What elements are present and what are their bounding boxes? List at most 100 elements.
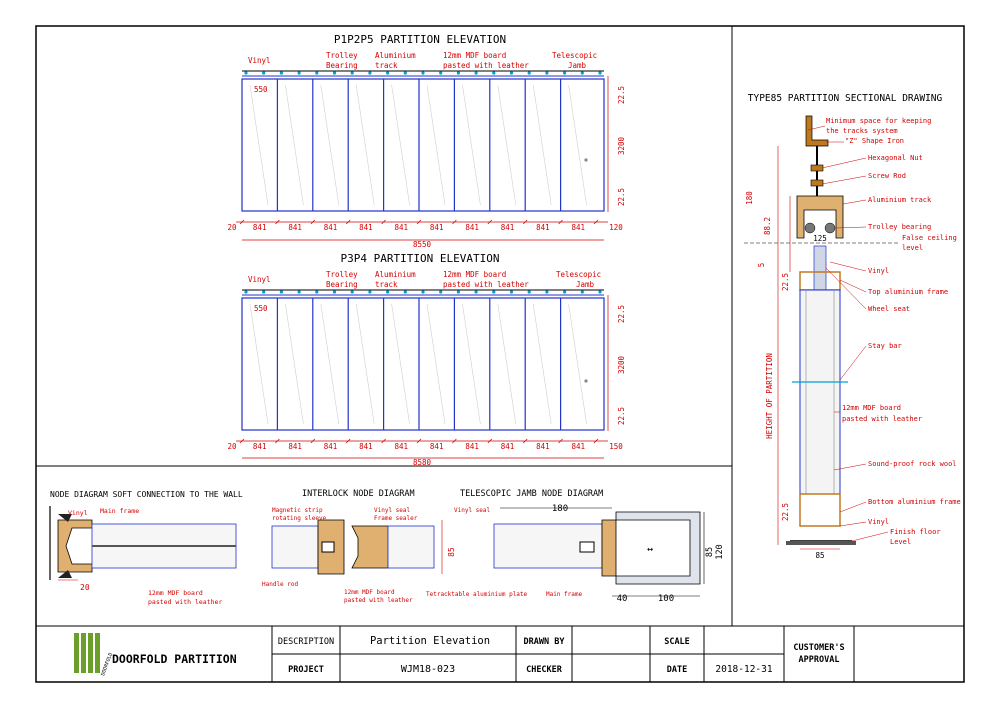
magnetic-strip [321, 541, 335, 553]
panel-dividers [249, 79, 587, 211]
dim-tick [381, 219, 386, 225]
handle-mark [584, 379, 588, 383]
track-mark [315, 71, 319, 75]
scale-label: SCALE [664, 637, 690, 647]
track-mark [598, 71, 602, 75]
dim-40: 40 [617, 594, 628, 604]
dim-85: 85 [447, 547, 456, 557]
callout-mdf: 12mm MDF board [443, 270, 506, 279]
callout-track: Aluminium [375, 270, 416, 279]
dim-start: 20 [227, 223, 237, 232]
dim-85: 85 [705, 547, 715, 557]
node-title: INTERLOCK NODE DIAGRAM [302, 489, 415, 499]
panel-dim: 841 [324, 442, 338, 451]
dim-tick [522, 219, 528, 225]
panel-dim: 841 [572, 442, 586, 451]
label-bottom-frame: Bottom aluminium frame [868, 498, 961, 506]
dim-top: 22.5 [617, 86, 626, 104]
panel-hatch [355, 84, 375, 206]
dim-tick [487, 438, 493, 444]
date-label: DATE [667, 665, 687, 675]
track-mark [563, 71, 567, 75]
track-mark [244, 71, 248, 75]
track-mark [368, 290, 372, 294]
magnetic-strip [579, 541, 595, 553]
callout-trolley: Trolley [326, 270, 358, 279]
track-mark [297, 71, 301, 75]
panel-tag: 550 [254, 85, 268, 94]
dim-tick [522, 438, 528, 444]
panel-dim: 841 [324, 223, 338, 232]
label-mdf-2: pasted with leather [842, 415, 922, 423]
wheel-seat [813, 245, 827, 291]
dim-120: 120 [715, 544, 725, 559]
panel-hatch [532, 303, 552, 425]
panel-frame [241, 78, 605, 212]
label-plate: Tetracktable aluminium plate [426, 591, 528, 598]
trolley-wheel [804, 222, 816, 234]
callout-jamb-2: Jamb [576, 280, 595, 289]
node-telescopic-jamb: TELESCOPIC JAMB NODE DIAGRAM 180 ↔ 85 12… [426, 489, 725, 604]
dim-180: 180 [745, 191, 754, 205]
dim-height-label: HEIGHT OF PARTITION [765, 353, 774, 439]
track-marks [244, 290, 602, 294]
panel-dim: 841 [465, 442, 479, 451]
approval-label: CUSTOMER'S [793, 643, 844, 653]
panel-hatch [426, 303, 446, 425]
panel-hatch [391, 84, 410, 206]
label-wheel-seat: Wheel seat [868, 305, 910, 313]
dim-tick [593, 438, 599, 444]
date-value: 2018-12-31 [715, 664, 772, 675]
label-rock-wool: Sound-proof rock wool [868, 460, 957, 468]
panel-dividers [249, 298, 587, 430]
track-mark [403, 71, 407, 75]
z-shape-iron [805, 115, 829, 147]
panel-dim: 841 [288, 442, 302, 451]
label-min-space-2: the tracks system [826, 127, 898, 135]
label-mdf-2: pasted with leather [148, 598, 222, 606]
approval-label-2: APPROVAL [799, 655, 840, 665]
dim-top: 22.5 [617, 305, 626, 323]
vinyl-seal-bottom [58, 570, 72, 578]
dim-180: 180 [552, 504, 568, 514]
dim-tick [310, 438, 316, 444]
callout-trolley-2: Bearing [326, 61, 358, 70]
panel-hatch [497, 84, 517, 206]
track-mark [386, 71, 390, 75]
panel-dim: 841 [501, 223, 515, 232]
company-logo: DOORFOLD [74, 633, 114, 677]
label-z-iron: "Z" Shape Iron [845, 137, 904, 145]
track-mark [580, 71, 584, 75]
description-value: Partition Elevation [370, 635, 490, 647]
trolley-wheel [824, 222, 836, 234]
label-magnetic: Magnetic strip [272, 507, 323, 514]
label-handle-rod: Handle rod [262, 581, 299, 588]
callout-jamb: Telescopic [556, 270, 601, 279]
callout-mdf-2: pasted with leather [443, 280, 529, 289]
panel-right [387, 525, 435, 569]
dim-tick [593, 219, 599, 225]
panel-dim: 841 [536, 223, 550, 232]
track-mark [456, 290, 460, 294]
track-mark [421, 290, 425, 294]
label-ceiling-2: level [902, 244, 923, 252]
callout-vinyl: Vinyl [248, 275, 271, 284]
panel-dim: 841 [253, 223, 267, 232]
label-main-frame: Main frame [100, 507, 139, 515]
drawn-by-label: DRAWN BY [524, 637, 566, 647]
floor-slab [786, 541, 856, 545]
label-mdf: 12mm MDF board [842, 404, 901, 412]
label-mdf: 12mm MDF board [148, 589, 203, 597]
vinyl-seal-top [58, 514, 72, 522]
dim-tick [345, 219, 351, 225]
label-mdf-2: pasted with leather [344, 597, 413, 604]
callout-vinyl: Vinyl [248, 56, 271, 65]
panel-hatch [532, 84, 552, 206]
track-mark [598, 290, 602, 294]
callout-track: Aluminium [375, 51, 416, 60]
track-mark [262, 71, 266, 75]
panel-dim: 841 [253, 442, 267, 451]
callout-track-2: track [375, 61, 398, 70]
panel-dim: 841 [536, 442, 550, 451]
